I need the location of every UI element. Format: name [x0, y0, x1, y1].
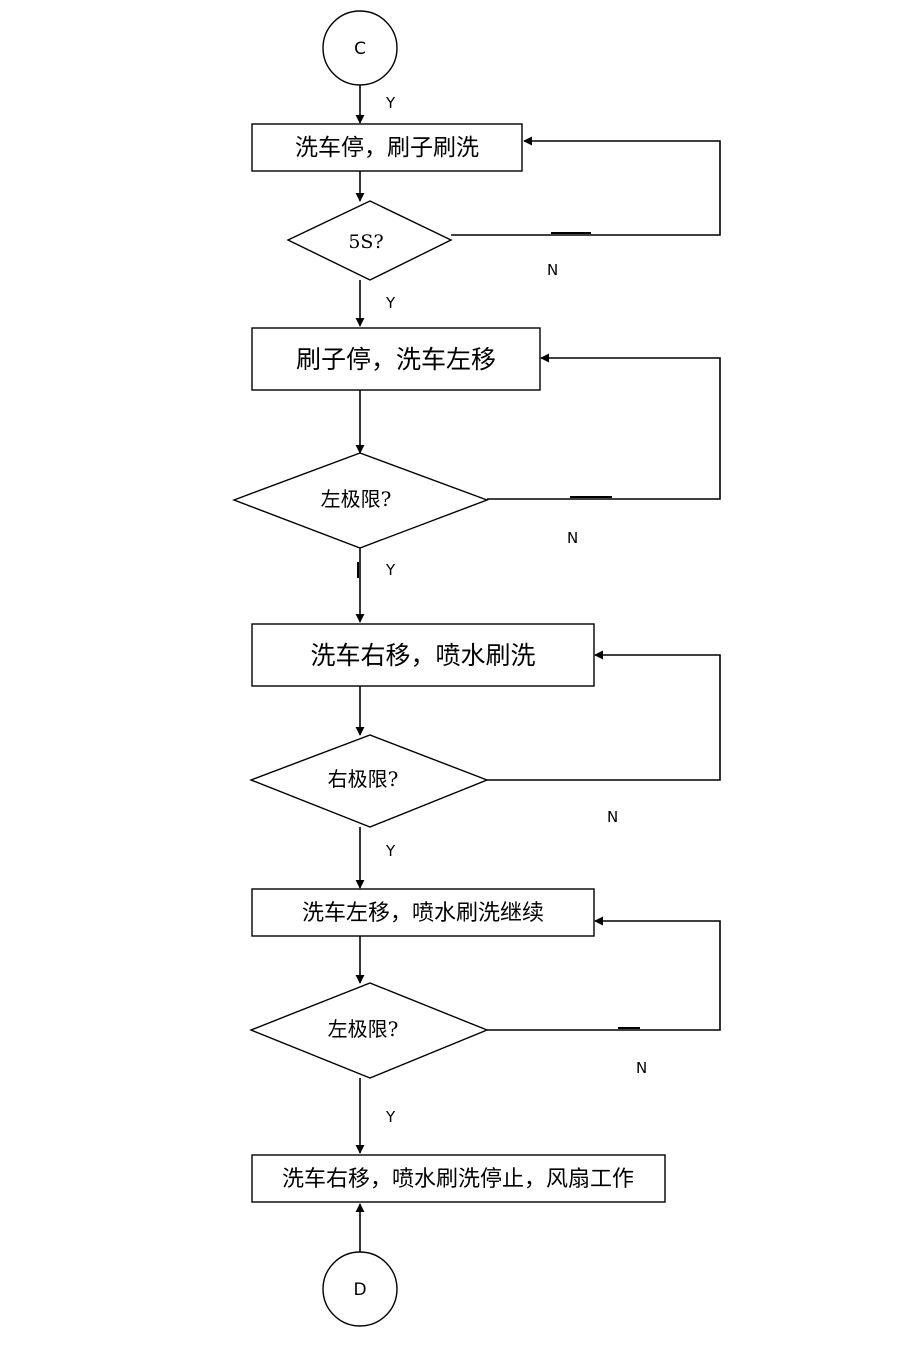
step-move-right-spray [251, 623, 595, 687]
label-yes-5: Y [385, 1108, 396, 1126]
decision-5s [286, 200, 453, 281]
connector-d-label: D [353, 1280, 366, 1300]
loop-5s-no [451, 136, 721, 236]
label-yes-2: Y [385, 294, 396, 312]
decision-right-limit-text: 右极限? [328, 767, 399, 791]
decision-left-limit-1 [232, 452, 489, 549]
label-no-4: N [636, 1059, 647, 1077]
step-move-left [251, 327, 541, 391]
step-move-left-spray-continue [251, 888, 595, 937]
step-stop-spray-fan-text: 洗车右移，喷水刷洗停止，风扇工作 [282, 1167, 634, 1192]
label-yes-1: Y [385, 94, 396, 112]
step-move-left-spray-continue-text: 洗车左移，喷水刷洗继续 [302, 901, 544, 926]
label-no-1: N [547, 261, 558, 279]
step-brush-wash [251, 123, 523, 172]
label-yes-4: Y [385, 842, 396, 860]
label-yes-3: Y [385, 561, 396, 579]
loop-left-limit-1-no [487, 353, 721, 500]
decision-left-limit-2-text: 左极限? [328, 1017, 399, 1041]
step-move-right-spray-text: 洗车右移，喷水刷洗 [310, 641, 535, 670]
step-stop-spray-fan [251, 1154, 666, 1203]
loop-left-limit-2-no [487, 916, 721, 1031]
step-brush-wash-text: 洗车停，刷子刷洗 [295, 135, 479, 161]
loop-right-limit-no [487, 650, 721, 781]
decision-left-limit-1-text: 左极限? [321, 487, 392, 511]
connector-d-circle [322, 1251, 398, 1327]
label-no-3: N [607, 808, 618, 826]
label-no-2: N [567, 529, 578, 547]
step-move-left-text: 刷子停，洗车左移 [296, 345, 496, 374]
connector-c-label: C [354, 39, 366, 59]
decision-5s-text: 5S? [348, 231, 383, 253]
